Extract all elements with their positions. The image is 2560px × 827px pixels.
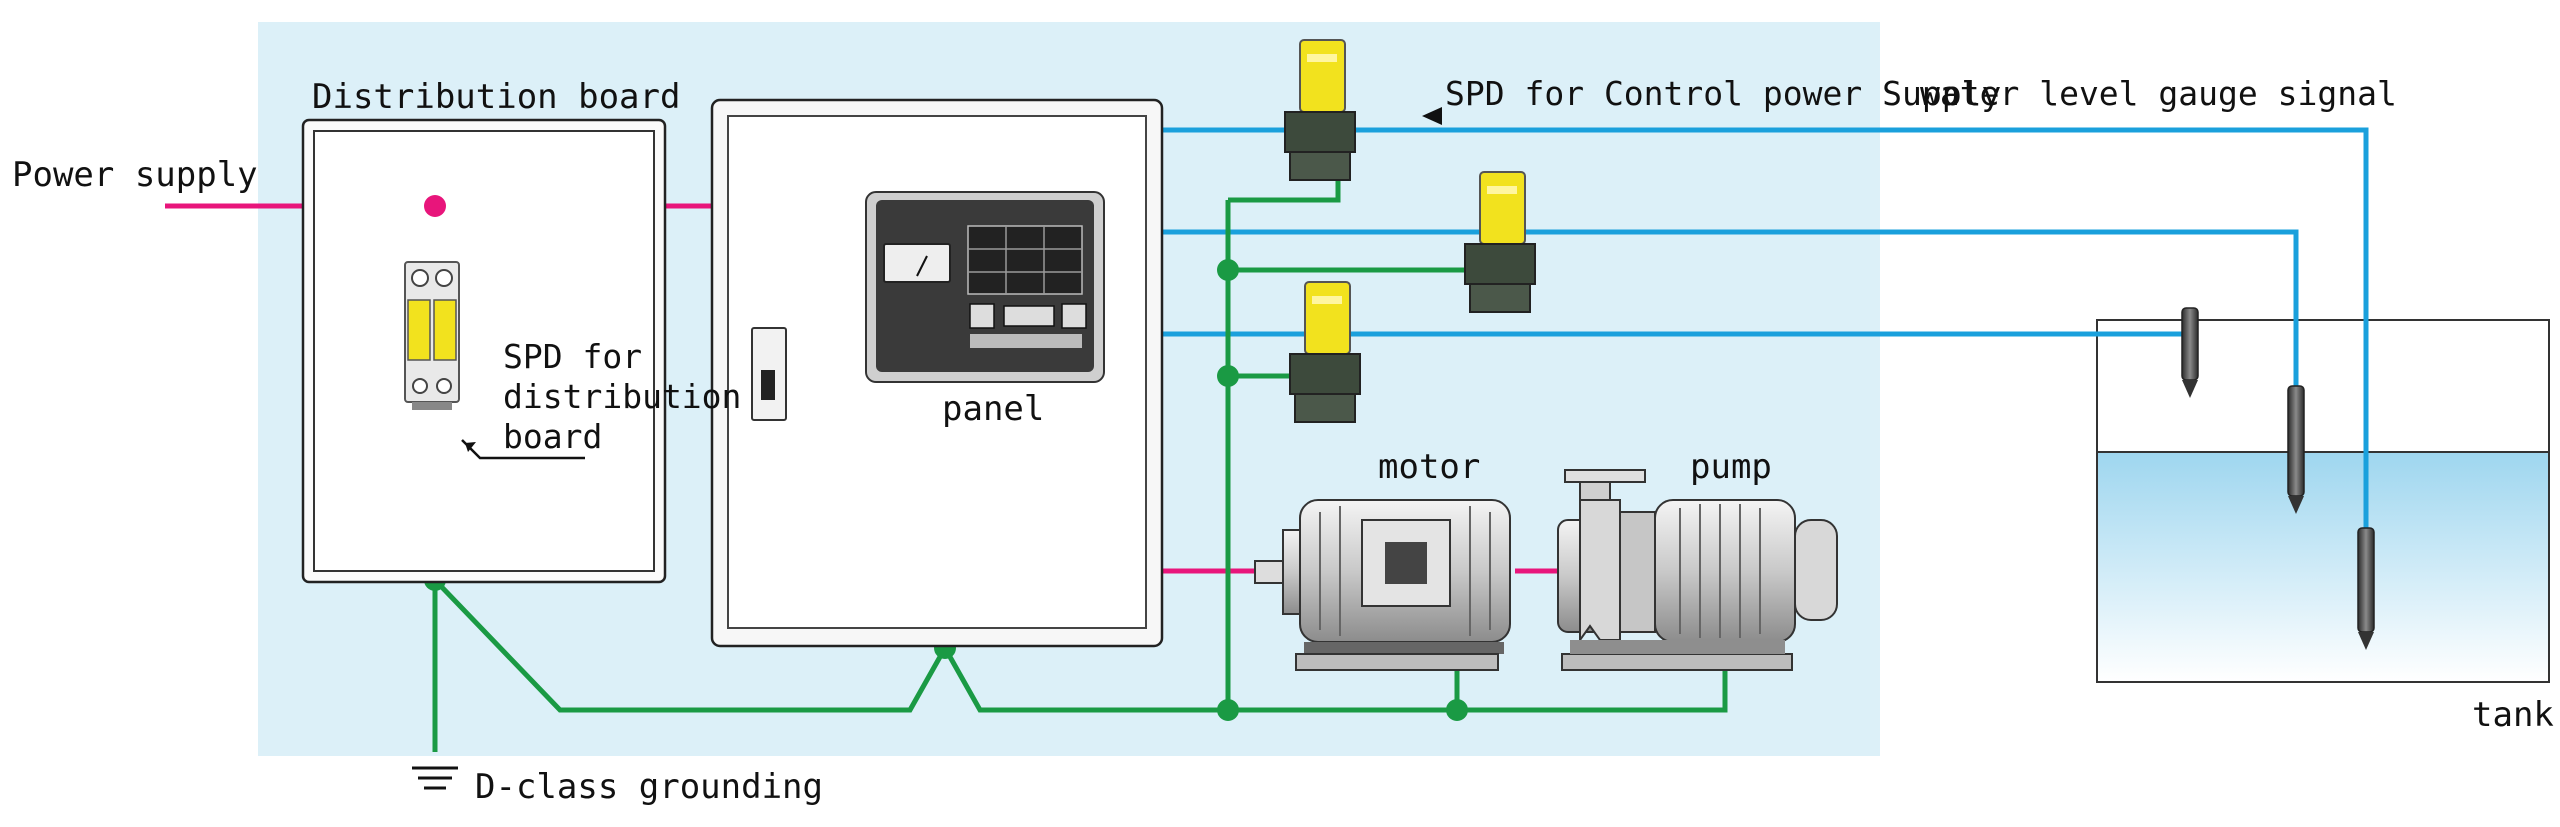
tank xyxy=(2096,319,2550,683)
control-panel xyxy=(710,98,1164,648)
motor-label: motor xyxy=(1378,447,1480,487)
pump-label: pump xyxy=(1690,447,1772,487)
motor-base xyxy=(1295,653,1499,671)
spd-distribution-label-3: board xyxy=(503,417,602,456)
ground-symbol-icon xyxy=(412,766,458,790)
analog-meter-icon xyxy=(883,243,951,283)
distribution-board-label: Distribution board xyxy=(312,77,680,117)
spd-control-arrowhead xyxy=(1422,107,1442,125)
spd-distribution-arrowhead xyxy=(465,442,476,452)
spd-control-label: SPD for Control power Supply xyxy=(1445,74,2001,113)
spd-module-bottom xyxy=(1289,281,1361,423)
power-junction-dot xyxy=(424,195,446,217)
water-level-label: water level gauge signal xyxy=(1920,74,2397,113)
water-level-sensor-icon xyxy=(2181,307,2375,650)
grounding-label: D-class grounding xyxy=(475,767,823,807)
panel-label: panel xyxy=(942,389,1044,429)
spd-distribution-label-1: SPD for xyxy=(503,337,642,376)
tank-label: tank xyxy=(2472,695,2554,735)
pump xyxy=(1557,469,1838,671)
spd-module-top xyxy=(1284,39,1356,181)
spd-distribution-label-2: distribution xyxy=(503,377,741,416)
spd-module-middle xyxy=(1464,171,1536,313)
distribution-board xyxy=(301,118,667,584)
power-supply-label: Power supply xyxy=(12,155,258,195)
surge-protector-icon xyxy=(404,261,460,410)
